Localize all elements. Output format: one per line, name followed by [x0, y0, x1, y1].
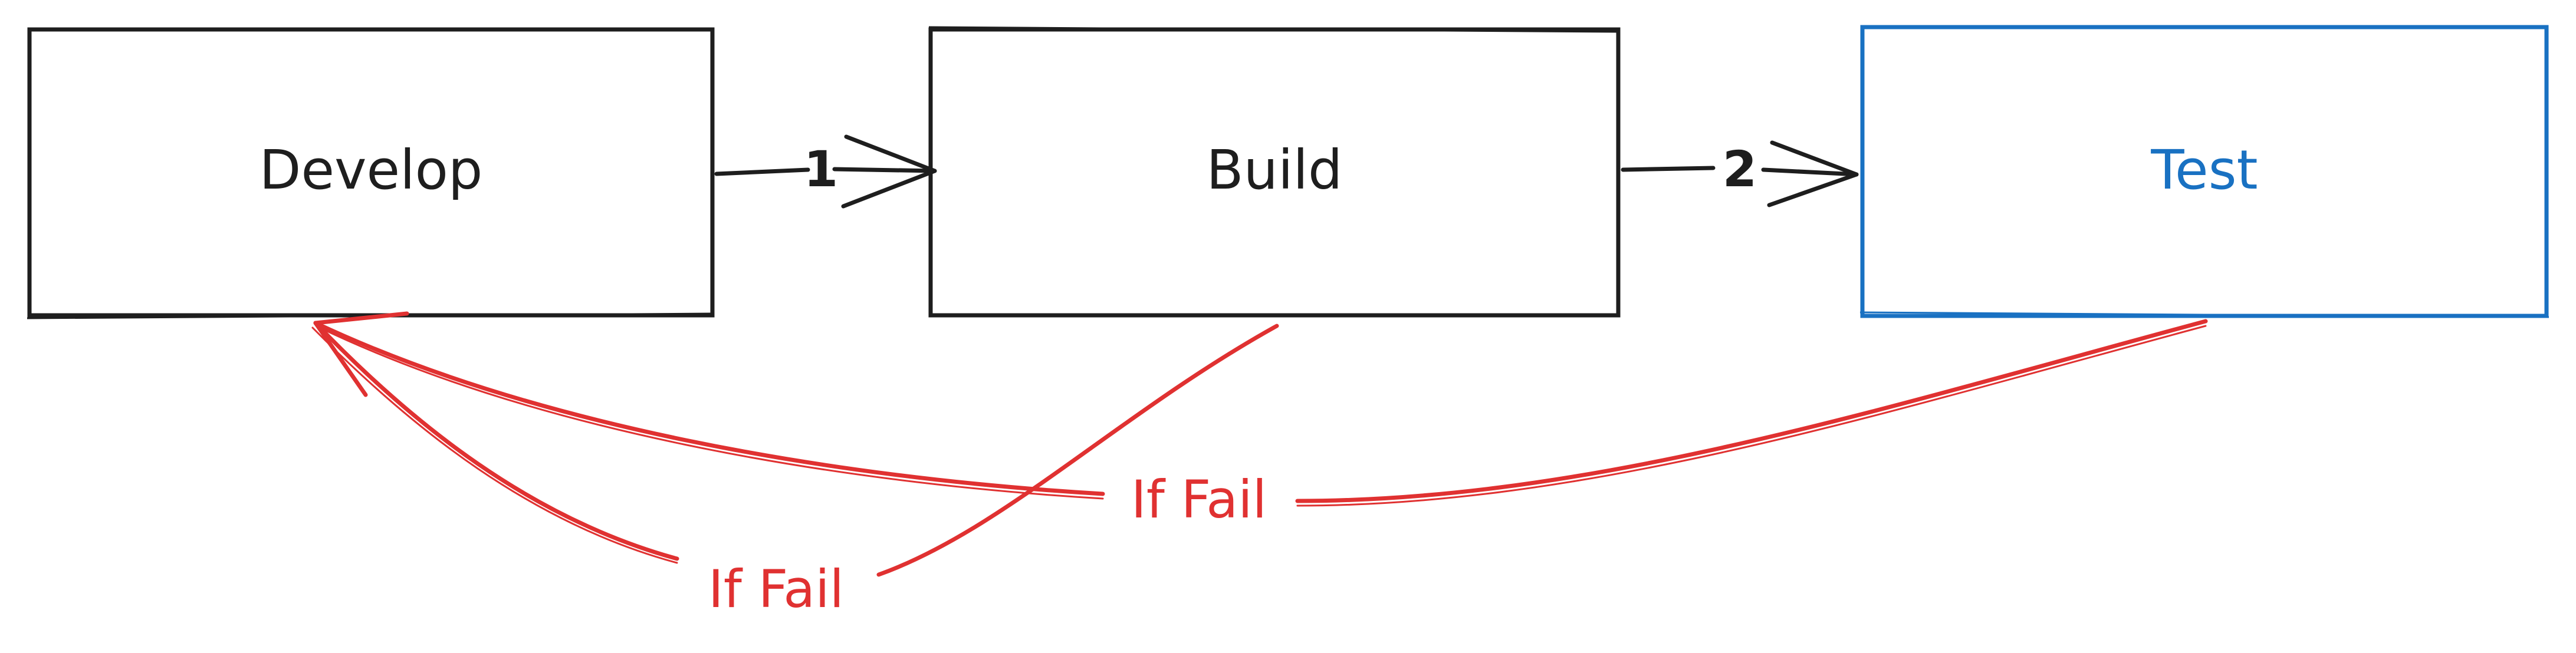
- node-build[interactable]: Build: [928, 26, 1621, 318]
- node-test-label: Test: [2150, 138, 2258, 202]
- arrowhead-1: [841, 134, 937, 209]
- feedback-arrowhead: [313, 311, 409, 397]
- node-develop[interactable]: Develop: [27, 27, 715, 319]
- node-build-label: Build: [1207, 138, 1343, 202]
- feedback-build-label: If Fail: [708, 559, 844, 619]
- node-develop-label: Develop: [259, 138, 483, 202]
- edge-1-label: 1: [804, 140, 838, 198]
- edge-develop-to-build[interactable]: 1: [714, 134, 937, 209]
- feedback-build-to-develop[interactable]: If Fail: [311, 321, 1279, 619]
- feedback-test-label: If Fail: [1131, 469, 1267, 530]
- edge-build-to-test[interactable]: 2: [1621, 140, 1859, 207]
- feedback-test-to-develop[interactable]: If Fail: [313, 319, 2208, 530]
- edge-2-label: 2: [1723, 140, 1757, 198]
- node-test[interactable]: Test: [1859, 25, 2549, 318]
- arrowhead-2: [1767, 140, 1859, 207]
